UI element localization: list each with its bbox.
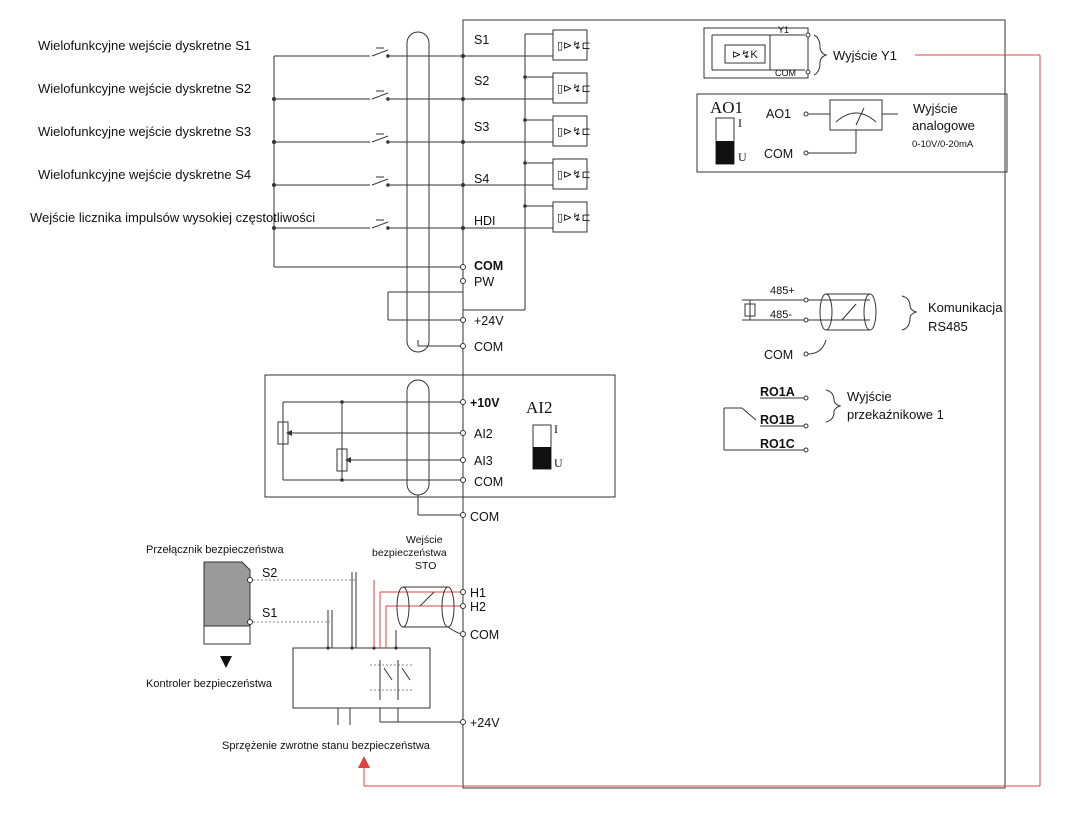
relay-ro1c: RO1C xyxy=(760,437,795,451)
analog-input-block xyxy=(264,374,616,498)
terminal-10v: +10V xyxy=(470,396,500,410)
input-s1-label: Wielofunkcyjne wejście dyskretne S1 xyxy=(38,38,251,53)
ao1-switch-title: AO1 xyxy=(710,98,743,117)
sto-label-line2: bezpieczeństwa xyxy=(372,547,447,559)
sto-label-line3: STO xyxy=(415,560,436,572)
terminal-h1: H1 xyxy=(470,586,486,600)
terminal-s4: S4 xyxy=(474,172,489,186)
rs485-minus: 485- xyxy=(770,309,792,321)
relay-output xyxy=(723,389,842,453)
terminal-24v-top: +24V xyxy=(474,314,504,328)
terminal-hdi: HDI xyxy=(474,214,496,228)
input-s2-label: Wielofunkcyjne wejście dyskretne S2 xyxy=(38,81,251,96)
digital-inputs xyxy=(272,31,466,353)
ao1-output: AO1 I U AO1 COM xyxy=(696,93,1008,173)
safety-switch-label: Przełącznik bezpieczeństwa xyxy=(146,544,284,556)
terminal-h2: H2 xyxy=(470,600,486,614)
svg-text:▯⊳↯⊏: ▯⊳↯⊏ xyxy=(557,83,591,95)
terminal-com-h: COM xyxy=(470,628,499,642)
rs485-label-line2: RS485 xyxy=(928,319,968,334)
sto-cable xyxy=(396,586,466,637)
terminal-s3: S3 xyxy=(474,120,489,134)
svg-text:▯⊳↯⊏: ▯⊳↯⊏ xyxy=(557,212,591,224)
relay-label-line2: przekaźnikowe 1 xyxy=(847,407,944,422)
input-s4-label: Wielofunkcyjne wejście dyskretne S4 xyxy=(38,167,251,182)
input-optocouplers: ▯⊳↯⊏ ▯⊳↯⊏ ▯⊳↯⊏ ▯⊳↯⊏ ▯⊳↯⊏ xyxy=(463,29,591,311)
rs485-com: COM xyxy=(764,348,793,362)
rs485-label-line1: Komunikacja xyxy=(928,300,1003,315)
ao1-switch-i: I xyxy=(738,116,742,130)
safety-feedback-label: Sprzężenie zwrotne stanu bezpieczeństwa xyxy=(222,740,431,752)
safety-switch xyxy=(203,561,253,668)
ao1-label-line1: Wyjście xyxy=(913,101,958,116)
terminal-com-bold: COM xyxy=(474,259,503,273)
safety-controller-label: Kontroler bezpieczeństwa xyxy=(146,678,273,690)
ao1-switch-u: U xyxy=(738,150,747,164)
safety-switch-s2: S2 xyxy=(262,566,277,580)
ao1-com-terminal: COM xyxy=(764,147,793,161)
ai2-switch-u: U xyxy=(554,456,563,470)
terminal-pw: PW xyxy=(474,275,494,289)
safety-controller xyxy=(292,572,466,725)
y1-terminal: Y1 xyxy=(778,25,789,35)
terminal-com-2: COM xyxy=(474,475,503,489)
ao1-terminal: AO1 xyxy=(766,107,791,121)
input-s3-label: Wielofunkcyjne wejście dyskretne S3 xyxy=(38,124,251,139)
rs485-plus: 485+ xyxy=(770,285,795,297)
input-hdi-label: Wejście licznika impulsów wysokiej częst… xyxy=(30,210,315,225)
sto-label-line1: Wejście xyxy=(406,534,443,546)
terminal-ai2: AI2 xyxy=(474,427,493,441)
relay-label-line1: Wyjście xyxy=(847,389,892,404)
ao1-label-line2: analogowe xyxy=(912,118,975,133)
terminal-ai3: AI3 xyxy=(474,454,493,468)
terminal-s2: S2 xyxy=(474,74,489,88)
ai2-switch-title: AI2 xyxy=(526,398,552,417)
pw-jumper xyxy=(387,278,466,349)
y1-output-label: Wyjście Y1 xyxy=(833,48,897,63)
ao1-range: 0-10V/0-20mA xyxy=(912,139,974,150)
ai2-switch: AI2 I U xyxy=(526,398,563,470)
terminal-s1: S1 xyxy=(474,33,489,47)
terminal-com-3: COM xyxy=(470,510,499,524)
svg-text:▯⊳↯⊏: ▯⊳↯⊏ xyxy=(557,126,591,138)
feedback-loop xyxy=(358,55,1041,787)
svg-text:⊳↯K: ⊳↯K xyxy=(732,49,758,61)
y1-com-terminal: COM xyxy=(775,68,796,78)
relay-ro1a: RO1A xyxy=(760,385,795,399)
safety-switch-s1: S1 xyxy=(262,606,277,620)
rs485-block xyxy=(742,293,918,357)
ai2-switch-i: I xyxy=(554,422,558,436)
y1-output: ⊳↯K Y1 COM xyxy=(703,25,828,79)
terminal-24v-bottom: +24V xyxy=(470,716,500,730)
terminal-com-1: COM xyxy=(474,340,503,354)
svg-text:▯⊳↯⊏: ▯⊳↯⊏ xyxy=(557,169,591,181)
relay-ro1b: RO1B xyxy=(760,413,795,427)
svg-text:▯⊳↯⊏: ▯⊳↯⊏ xyxy=(557,40,591,52)
